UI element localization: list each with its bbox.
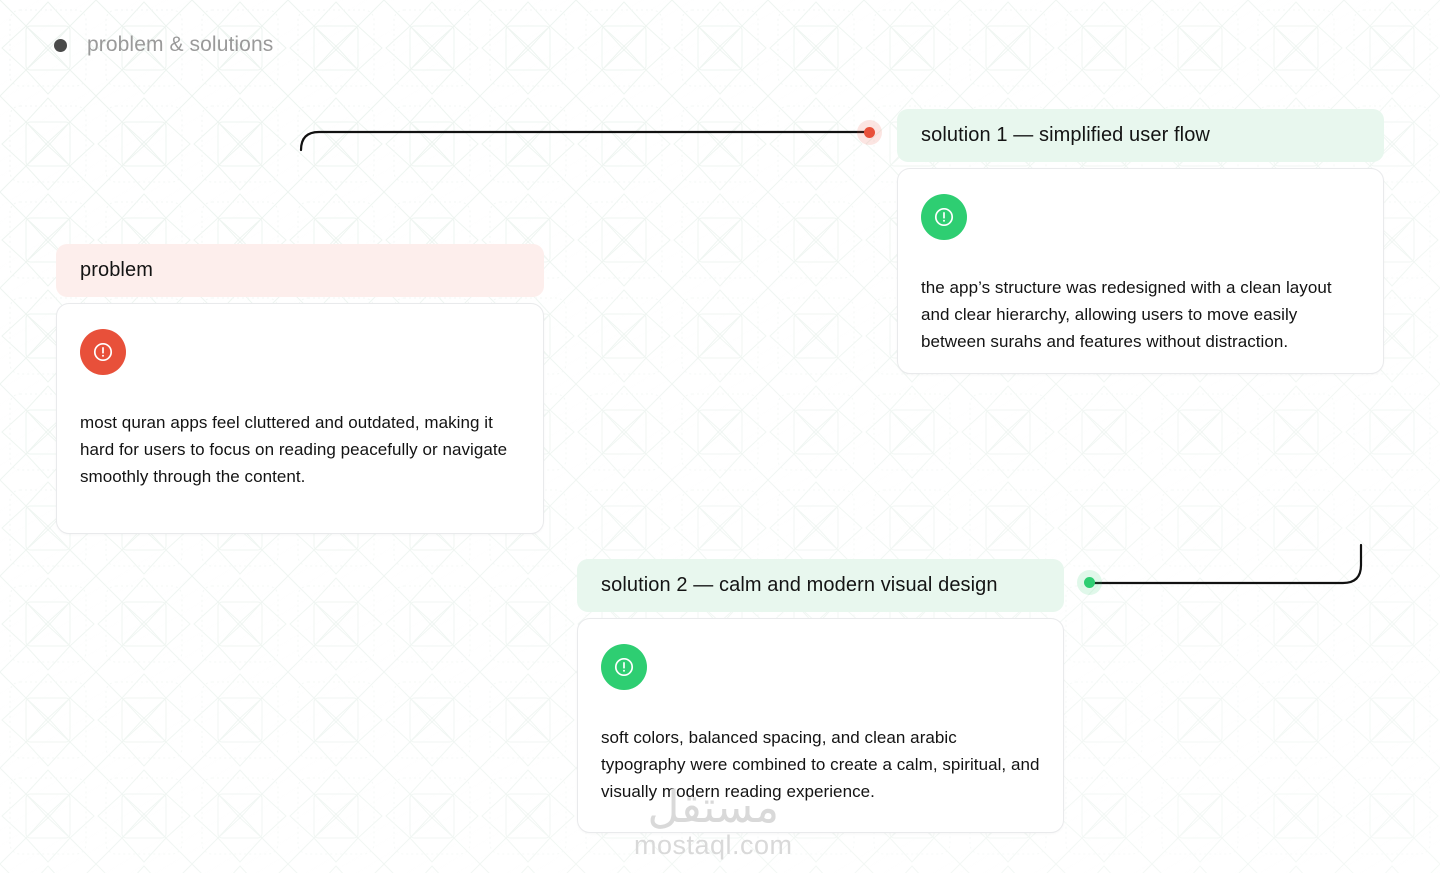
problem-pill-label: problem [56,244,544,297]
problem-card: most quran apps feel cluttered and outda… [56,303,544,534]
page-title: problem & solutions [87,33,274,56]
solution-1-card: the app’s structure was redesigned with … [897,168,1384,374]
page-header: problem & solutions [54,33,273,57]
solution-2-body-text: soft colors, balanced spacing, and clean… [601,728,1040,801]
watermark-latin: mostaql.com [634,830,793,860]
solution-2-block: solution 2 — calm and modern visual desi… [577,559,1064,833]
connector-problem-to-solution1 [299,130,868,255]
connector-solution2-to-right [1090,462,1363,585]
solution-2-card: soft colors, balanced spacing, and clean… [577,618,1064,833]
green-endpoint-dot [1077,570,1102,595]
red-endpoint-dot [857,120,882,145]
alert-circle-icon [80,329,126,375]
filled-circle-icon [54,38,67,52]
problem-block: problem most quran apps feel cluttered a… [56,244,544,534]
problem-body-text: most quran apps feel cluttered and outda… [80,413,508,486]
alert-circle-icon [601,644,647,690]
solution-1-body-text: the app’s structure was redesigned with … [921,278,1332,351]
solution-2-pill-label: solution 2 — calm and modern visual desi… [577,559,1064,612]
solution-1-pill-label: solution 1 — simplified user flow [897,109,1384,162]
solution-1-block: solution 1 — simplified user flow the ap… [897,109,1384,374]
alert-circle-icon [921,194,967,240]
